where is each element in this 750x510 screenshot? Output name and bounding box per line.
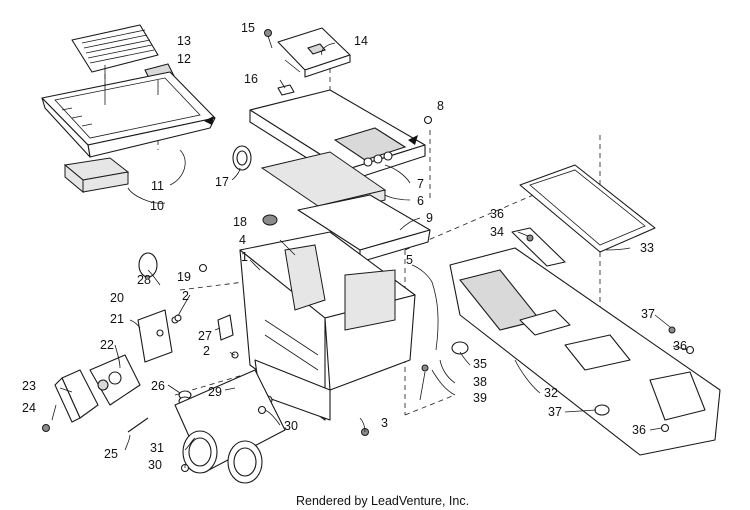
- callout-28: 28: [137, 273, 151, 287]
- callout-21: 21: [110, 312, 124, 326]
- callout-33: 33: [640, 241, 654, 255]
- part-5-tube: [431, 281, 439, 351]
- callout-1: 1: [241, 250, 248, 264]
- callout-5: 5: [406, 253, 413, 267]
- callout-13: 13: [177, 34, 191, 48]
- callout-18: 18: [233, 215, 247, 229]
- part-1-main-housing: [239, 231, 416, 421]
- callout-34: 34: [490, 225, 504, 239]
- part-15-screw: [264, 29, 273, 49]
- leader-lines: [51, 42, 689, 468]
- callout-23: 23: [22, 379, 36, 393]
- callout-27: 27: [198, 329, 212, 343]
- part-38-clamp: [451, 341, 469, 355]
- callout-32: 32: [544, 386, 558, 400]
- callout-8: 8: [437, 99, 444, 113]
- part-23-cover: [54, 369, 99, 423]
- part-2-bolts: [174, 314, 239, 359]
- part-14-module: [277, 27, 351, 78]
- callout-9: 9: [426, 211, 433, 225]
- part-33-gasket: [519, 164, 656, 253]
- duct-hardware: [526, 234, 695, 433]
- part-11-filter-frame: [41, 71, 216, 158]
- callout-29: 29: [208, 385, 222, 399]
- callout-4: 4: [239, 233, 246, 247]
- callout-24: 24: [22, 401, 36, 415]
- part-39-screw: [421, 364, 429, 372]
- part-27-clip: [217, 314, 234, 341]
- callout-2: 2: [182, 289, 189, 303]
- part-13-filter-sheet: [71, 24, 159, 73]
- part-25-rod: [127, 417, 149, 433]
- part-16-label: [277, 84, 295, 96]
- callout-36: 36: [490, 207, 504, 221]
- part-10-foam-block: [63, 157, 130, 194]
- part-30-screws: [180, 405, 267, 473]
- callout-31: 31: [150, 441, 164, 455]
- callout-38: 38: [473, 375, 487, 389]
- callout-12: 12: [177, 52, 191, 66]
- callout-35: 35: [473, 357, 487, 371]
- part-28-clamp-ring: [138, 252, 158, 278]
- callout-15: 15: [241, 21, 255, 35]
- callout-20: 20: [110, 291, 124, 305]
- callout-11: 11: [151, 179, 164, 193]
- callout-19: 19: [177, 270, 191, 284]
- callout-36: 36: [673, 339, 687, 353]
- callout-25: 25: [104, 447, 118, 461]
- callout-16: 16: [244, 72, 258, 86]
- callout-10: 10: [150, 199, 164, 213]
- callout-39: 39: [473, 391, 487, 405]
- part-17-grommet: [232, 145, 252, 171]
- callout-6: 6: [417, 194, 424, 208]
- callout-3: 3: [381, 416, 388, 430]
- part-31-dual-intake: [174, 369, 286, 484]
- callout-30: 30: [284, 419, 298, 433]
- callout-36: 36: [632, 423, 646, 437]
- callouts: 1 2 2 3 4 5 6 7 8 9 10 11 12 13 14 15 16…: [22, 21, 687, 472]
- callout-17: 17: [215, 175, 229, 189]
- part-8-screw: [423, 115, 433, 125]
- part-18-knob: [262, 214, 278, 226]
- render-credit: Rendered by LeadVenture, Inc.: [296, 494, 469, 508]
- part-20-21-bracket: [137, 309, 179, 363]
- part-32-intake-duct: [449, 247, 721, 456]
- callout-2: 2: [203, 344, 210, 358]
- callout-7: 7: [417, 177, 424, 191]
- callout-26: 26: [151, 379, 165, 393]
- part-19-screw: [198, 263, 208, 273]
- part-34-bracket: [511, 227, 566, 267]
- callout-37: 37: [548, 405, 562, 419]
- callout-30: 30: [148, 458, 162, 472]
- part-24-screw: [42, 424, 50, 432]
- callout-22: 22: [100, 338, 114, 352]
- part-22-motor: [89, 354, 141, 406]
- callout-14: 14: [354, 34, 368, 48]
- callout-37: 37: [641, 307, 655, 321]
